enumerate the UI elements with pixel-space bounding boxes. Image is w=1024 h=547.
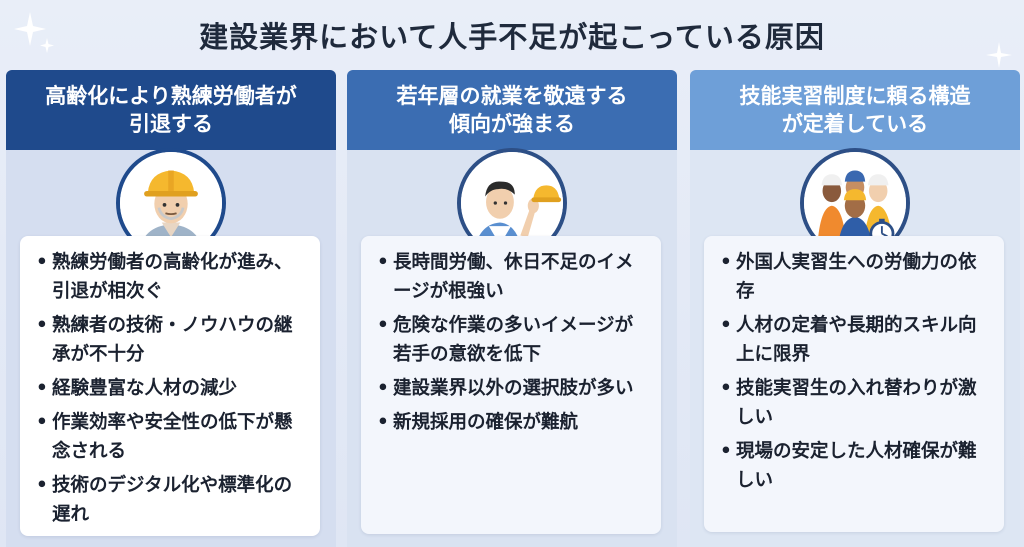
list-item: 技術のデジタル化や標準化の遅れ	[34, 471, 306, 529]
list-item: 熟練者の技術・ノウハウの継承が不十分	[34, 311, 306, 369]
list-item: 外国人実習生への労働力の依存	[718, 248, 990, 306]
list-item: 新規採用の確保が難航	[375, 408, 647, 437]
column-heading: 技能実習制度に頼る構造 が定着している	[690, 70, 1020, 150]
heading-line: 技能実習制度に頼る構造	[739, 83, 971, 108]
list-item: 経験豊富な人材の減少	[34, 374, 306, 403]
sparkle-icon	[14, 12, 54, 53]
heading-line: が定着している	[781, 112, 929, 136]
list-item: 作業効率や安全性の低下が懸念される	[34, 408, 306, 466]
heading-line: 高齢化により熟練労働者が	[45, 83, 297, 108]
list-item: 熟練労働者の高齢化が進み、引退が相次ぐ	[34, 248, 306, 306]
list-item: 現場の安定した人材確保が難しい	[718, 437, 990, 495]
column-heading: 高齢化により熟練労働者が 引退する	[6, 70, 336, 150]
list-item: 人材の定着や長期的スキル向上に限界	[718, 311, 990, 369]
list-item: 長時間労働、休日不足のイメージが根強い	[375, 248, 647, 306]
cause-column-aging: 高齢化により熟練労働者が 引退する 熟練労働者の高齢化が進み、引退が相次ぐ 熟練…	[6, 70, 336, 547]
list-item: 技能実習生の入れ替わりが激しい	[718, 374, 990, 432]
reason-list-card: 外国人実習生への労働力の依存 人材の定着や長期的スキル向上に限界 技能実習生の入…	[704, 236, 1004, 532]
sparkle-icon	[986, 42, 1012, 68]
reason-list-card: 長時間労働、休日不足のイメージが根強い 危険な作業の多いイメージが若手の意欲を低…	[361, 236, 661, 534]
list-item: 危険な作業の多いイメージが若手の意欲を低下	[375, 311, 647, 369]
heading-line: 傾向が強まる	[449, 112, 575, 136]
heading-line: 引退する	[129, 112, 213, 136]
column-heading: 若年層の就業を敬遠する 傾向が強まる	[347, 70, 677, 150]
reason-list-card: 熟練労働者の高齢化が進み、引退が相次ぐ 熟練者の技術・ノウハウの継承が不十分 経…	[20, 236, 320, 536]
cause-column-youth: 若年層の就業を敬遠する 傾向が強まる 長時間労働、休日不足のイメージが根強い 危…	[347, 70, 677, 547]
list-item: 建設業界以外の選択肢が多い	[375, 374, 647, 403]
heading-line: 若年層の就業を敬遠する	[396, 83, 628, 108]
cause-column-trainees: 技能実習制度に頼る構造 が定着している 外国人	[690, 70, 1020, 547]
page-title: 建設業界において人手不足が起こっている原因	[199, 20, 825, 54]
